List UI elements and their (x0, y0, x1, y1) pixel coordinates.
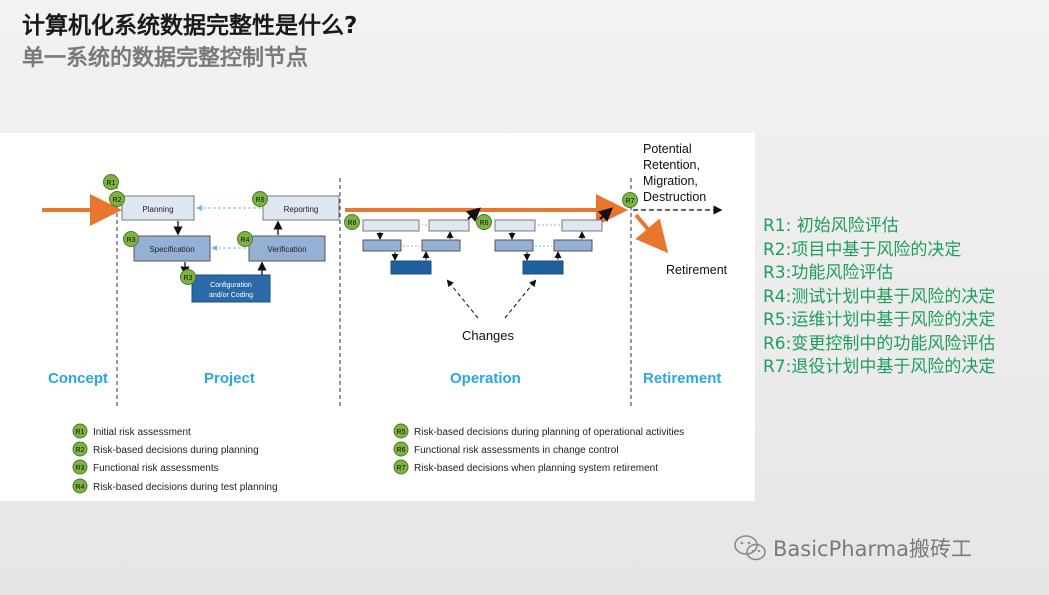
potential-line-2: Retention, (643, 158, 700, 172)
lifecycle-diagram: Planning Reporting Specification Verific… (42, 142, 728, 494)
changes-arrow-left (446, 279, 479, 319)
cn-legend-r2: R2:项目中基于风险的决定 (763, 239, 962, 260)
svg-text:R4: R4 (76, 484, 85, 491)
stage-concept: Concept (48, 370, 108, 387)
op2-return-arrow (597, 207, 613, 222)
badge-r2: R2 (109, 191, 125, 207)
svg-text:Risk-based decisions when plan: Risk-based decisions when planning syste… (414, 463, 658, 474)
potential-line-4: Destruction (643, 190, 706, 204)
badge-r3-config: R3 (180, 269, 196, 285)
svg-text:Functional risk assessments in: Functional risk assessments in change co… (414, 445, 619, 456)
svg-text:R6: R6 (397, 447, 406, 454)
configuration-label-line2: and/or Coding (209, 292, 253, 299)
retirement-end-label: Retirement (666, 263, 728, 277)
cn-legend-r4: R4:测试计划中基于风险的决定 (763, 286, 996, 307)
svg-text:Functional risk assessments: Functional risk assessments (93, 463, 219, 474)
svg-text:R5: R5 (256, 197, 265, 204)
reporting-box (262, 195, 340, 221)
stage-operation: Operation (450, 370, 521, 387)
configuration-box (191, 274, 271, 303)
specification-box (133, 235, 211, 262)
svg-text:R3: R3 (184, 275, 193, 282)
svg-text:R7: R7 (397, 465, 406, 472)
svg-text:R3: R3 (76, 465, 85, 472)
svg-text:R4: R4 (241, 237, 250, 244)
svg-text:Risk-based decisions during pl: Risk-based decisions during planning of … (414, 427, 684, 438)
op1-code-box (390, 260, 432, 275)
legend-item-r5: R5 Risk-based decisions during planning … (393, 423, 684, 439)
op2-code-box (522, 260, 564, 275)
badge-r6-right: R6 (476, 214, 492, 230)
svg-text:R2: R2 (113, 197, 122, 204)
svg-text:R2: R2 (76, 447, 85, 454)
diagram-panel: Planning Reporting Specification Verific… (0, 133, 755, 501)
cn-legend-r7: R7:退役计划中基于风险的决定 (763, 357, 996, 377)
op1-verify-box (421, 239, 461, 252)
cn-legend-r1: R1: 初始风险评估 (763, 216, 899, 236)
planning-label: Planning (142, 205, 173, 214)
svg-text:R6: R6 (348, 220, 357, 227)
cn-legend-r5: R5:运维计划中基于风险的决定 (763, 310, 996, 330)
badge-r5: R5 (252, 191, 268, 207)
legend-item-r7: R7 Risk-based decisions when planning sy… (393, 459, 658, 475)
watermark-text: BasicPharma搬砖工 (773, 537, 973, 561)
stage-retirement: Retirement (643, 370, 721, 387)
op2-verify-box (553, 239, 593, 252)
verification-label: Verification (267, 245, 306, 254)
wechat-icon (734, 535, 766, 561)
svg-text:R3: R3 (127, 237, 136, 244)
badge-r3-spec: R3 (123, 231, 139, 247)
specification-label: Specification (149, 245, 194, 254)
op1-plan-box (362, 219, 420, 232)
svg-text:Risk-based decisions during pl: Risk-based decisions during planning (93, 445, 259, 456)
watermark: BasicPharma搬砖工 (733, 533, 972, 563)
page-title: 计算机化系统数据完整性是什么? (22, 13, 358, 39)
legend-left: R1 Initial risk assessment R2 Risk-based… (72, 423, 278, 494)
badge-r6-left: R6 (344, 214, 360, 230)
legend-item-r2: R2 Risk-based decisions during planning (72, 441, 259, 457)
badge-r1: R1 (103, 174, 119, 190)
badge-r4: R4 (237, 231, 253, 247)
legend-right: R5 Risk-based decisions during planning … (393, 423, 684, 475)
svg-text:R6: R6 (480, 220, 489, 227)
legend-item-r6: R6 Functional risk assessments in change… (393, 441, 619, 457)
chinese-legend: R1: 初始风险评估 R2:项目中基于风险的决定 R3:功能风险评估 R4:测试… (763, 215, 995, 380)
svg-text:R1: R1 (107, 180, 116, 187)
page-subtitle: 单一系统的数据完整控制节点 (22, 46, 309, 71)
op1-spec-box (362, 239, 402, 252)
verification-box (248, 235, 326, 262)
op1-return-arrow (465, 207, 481, 222)
cn-legend-r6: R6:变更控制中的功能风险评估 (763, 333, 996, 354)
retirement-arrow (634, 213, 669, 254)
svg-text:Initial risk assessment: Initial risk assessment (93, 427, 191, 438)
potential-line-1: Potential (643, 142, 692, 156)
svg-text:R7: R7 (626, 198, 635, 205)
badge-r7: R7 (622, 192, 638, 208)
legend-item-r4: R4 Risk-based decisions during test plan… (72, 478, 278, 494)
stage-project: Project (204, 370, 255, 387)
changes-label: Changes (462, 328, 515, 343)
legend-item-r1: R1 Initial risk assessment (72, 423, 191, 439)
changes-arrow-right (504, 279, 537, 319)
op2-plan-box (494, 219, 536, 232)
svg-text:R5: R5 (397, 429, 406, 436)
svg-text:R1: R1 (76, 429, 85, 436)
potential-line-3: Migration, (643, 174, 698, 188)
planning-box (121, 195, 195, 221)
op2-spec-box (494, 239, 534, 252)
cn-legend-r3: R3:功能风险评估 (763, 263, 894, 283)
configuration-label-line1: Configuration (210, 282, 252, 289)
op2-report-box (561, 219, 603, 232)
svg-text:Risk-based decisions during te: Risk-based decisions during test plannin… (93, 482, 278, 493)
op1-report-box (428, 219, 470, 232)
legend-item-r3: R3 Functional risk assessments (72, 459, 219, 475)
reporting-label: Reporting (284, 205, 319, 214)
